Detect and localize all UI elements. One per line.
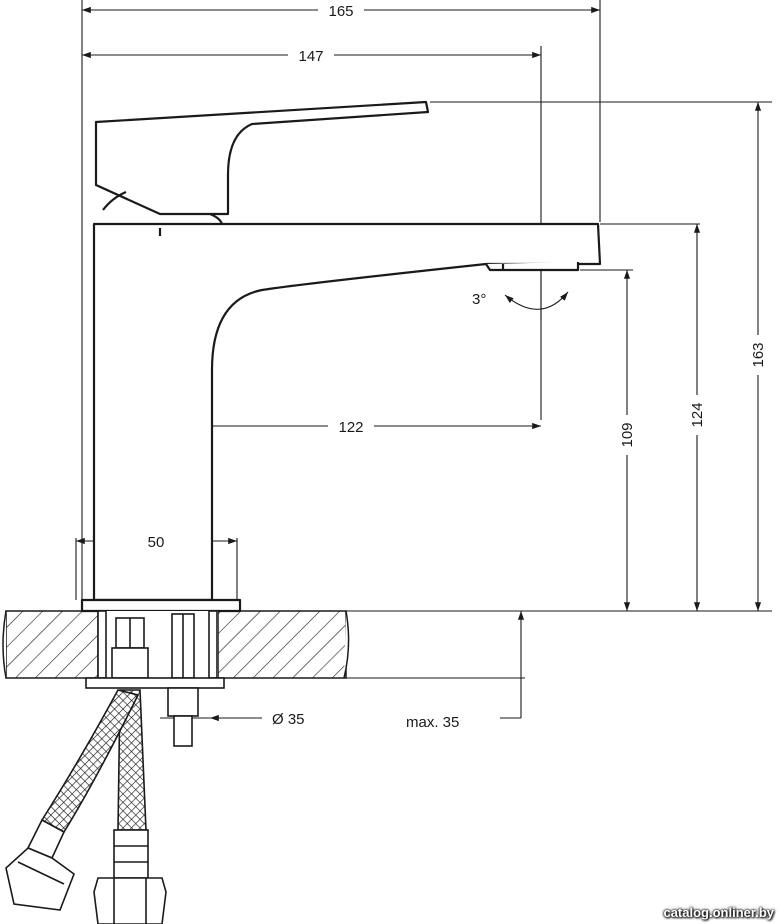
angle-arc: [504, 291, 569, 310]
base-flange: [80, 598, 242, 613]
faucet-body: [80, 100, 602, 613]
countertop-left: [5, 610, 99, 679]
dim-label-147: 147: [298, 48, 323, 65]
sleeve-right: [208, 610, 218, 679]
countertop-right: [217, 610, 347, 679]
hose-ferrule-front: [113, 829, 149, 879]
nut: [167, 687, 199, 717]
aerator: [485, 262, 580, 272]
dim-label-109: 109: [619, 422, 636, 447]
dim-label-163: 163: [750, 342, 767, 367]
lever-handle: [94, 100, 430, 216]
flexible-hoses: [5, 689, 167, 924]
watermark: catalog.onliner.by: [663, 905, 774, 920]
dim-label-angle: 3°: [472, 291, 486, 308]
dim-label-max35: max. 35: [406, 714, 459, 731]
hose-nut-front: [93, 877, 167, 924]
spout-body: [92, 222, 602, 602]
mounting-plate: [85, 677, 225, 689]
hose-nut-back: [5, 847, 75, 911]
dim-label-diam35: Ø 35: [272, 711, 305, 728]
threaded-rod: [173, 715, 193, 747]
dim-label-165: 165: [328, 3, 353, 20]
dim-label-124: 124: [689, 402, 706, 427]
dim-label-122: 122: [338, 419, 363, 436]
sleeve-left: [97, 610, 107, 679]
mounting-hardware: [85, 610, 225, 747]
dim-label-50: 50: [148, 534, 165, 551]
